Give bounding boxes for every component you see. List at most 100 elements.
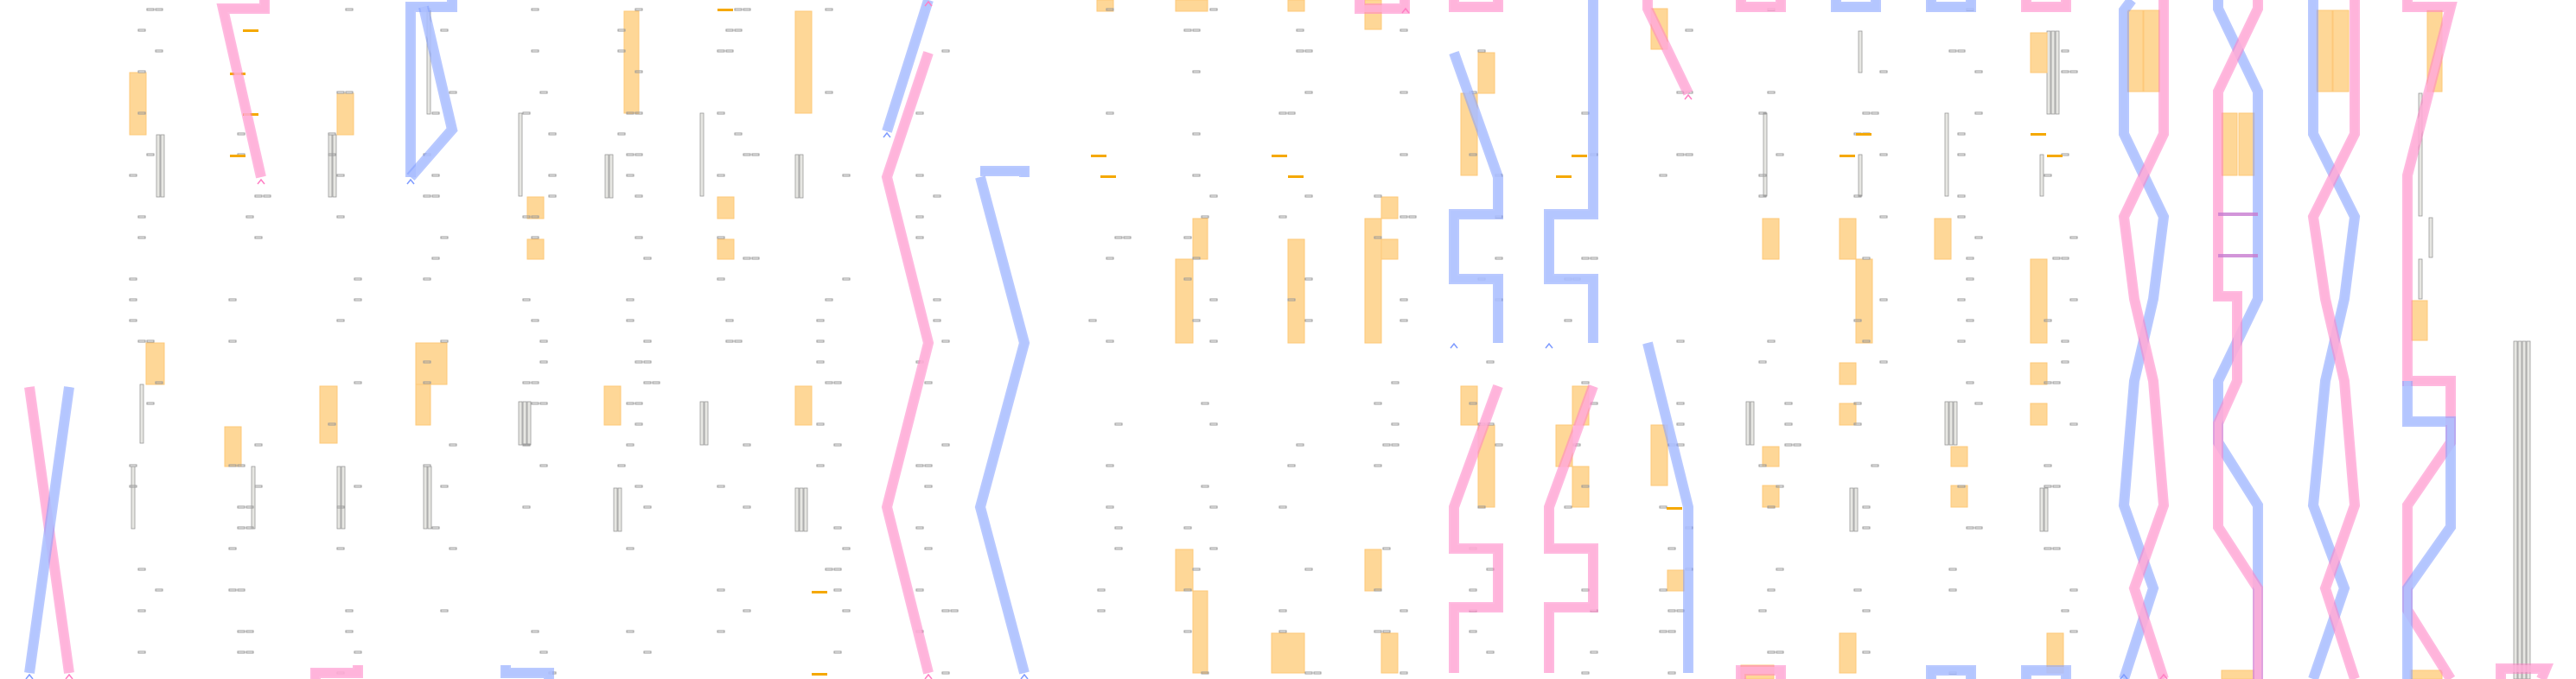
gray-dash-marker: [423, 381, 431, 384]
gray-dash-marker: [915, 111, 924, 115]
orange-dash-marker: [243, 29, 258, 32]
gray-dash-marker: [440, 485, 449, 488]
orange-block: [526, 196, 545, 219]
orange-block: [2030, 403, 2048, 426]
gray-dash-marker: [1581, 588, 1590, 592]
blue-route: [1644, 342, 1692, 673]
gray-dash-marker: [924, 464, 933, 467]
gray-dash-marker: [626, 319, 634, 322]
gray-dash-marker: [2052, 257, 2061, 260]
gray-dash-marker: [915, 526, 924, 530]
gray-dash-marker: [2044, 547, 2052, 550]
gray-dash-marker: [237, 526, 245, 530]
orange-dash-marker: [1840, 155, 1855, 157]
gray-stripe: [604, 154, 609, 199]
orange-block: [145, 342, 165, 385]
gray-dash-marker: [254, 485, 263, 488]
end-marker-layer: [25, 0, 2168, 679]
gray-dash-marker: [2069, 70, 2078, 73]
gray-dash-marker: [1879, 70, 1888, 73]
orange-dash-marker: [1856, 133, 1871, 136]
pink-route: [1644, 0, 1692, 95]
pink-route: [2023, 0, 2069, 10]
gray-dash-marker: [129, 485, 137, 488]
gray-dash-marker: [825, 91, 833, 94]
gray-dash-marker: [1667, 630, 1676, 633]
gray-dash-marker: [1685, 29, 1693, 32]
gray-dash-marker: [2052, 381, 2061, 384]
gray-dash-marker: [1114, 547, 1123, 550]
gray-dash-marker: [2061, 360, 2069, 364]
blue-route: [2023, 667, 2069, 679]
gray-stripe: [1944, 401, 1949, 446]
gray-dash-marker: [228, 298, 237, 301]
gray-stripe: [1858, 30, 1863, 73]
pink-route: [1738, 0, 1784, 10]
gray-dash-marker: [354, 298, 362, 301]
gray-dash-marker: [924, 547, 933, 550]
gray-dash-marker: [1767, 340, 1776, 343]
orange-block: [2143, 10, 2160, 92]
dash-marker-layer: [129, 8, 2078, 676]
gray-dash-marker: [816, 319, 825, 322]
orange-block: [2411, 300, 2428, 341]
gray-dash-marker: [643, 340, 652, 343]
gray-dash-marker: [915, 464, 924, 467]
orange-block: [1839, 218, 1857, 260]
chevron-up-icon: [1401, 7, 1410, 14]
gray-dash-marker: [634, 70, 643, 73]
blue-route: [1451, 51, 1502, 343]
gray-dash-marker: [539, 91, 548, 94]
gray-dash-marker: [1469, 402, 1477, 405]
gray-dash-marker: [1123, 236, 1132, 239]
gray-dash-marker: [643, 650, 652, 654]
gray-dash-marker: [1469, 630, 1477, 633]
gray-dash-marker: [717, 485, 725, 488]
gray-stripe: [1853, 487, 1859, 532]
orange-block: [1192, 218, 1208, 260]
gray-dash-marker: [1974, 236, 1983, 239]
orange-dash-marker: [1667, 507, 1682, 510]
orange-block: [1380, 238, 1399, 260]
gray-dash-marker: [1948, 568, 1957, 571]
gray-dash-marker: [626, 443, 634, 447]
gray-dash-marker: [440, 29, 449, 32]
gray-dash-marker: [626, 630, 634, 633]
gray-dash-marker: [1966, 526, 1974, 530]
orange-block: [1839, 632, 1857, 674]
gray-dash-marker: [1667, 671, 1676, 675]
gray-dash-marker: [1564, 319, 1572, 322]
orange-block: [1460, 385, 1478, 426]
gray-dash-marker: [743, 505, 751, 509]
gray-dash-marker: [531, 319, 539, 322]
gray-dash-marker: [1862, 650, 1871, 654]
orange-dash-marker: [1288, 175, 1304, 178]
gray-dash-marker: [431, 257, 440, 260]
gray-dash-marker: [1209, 340, 1218, 343]
gray-dash-marker: [1192, 257, 1201, 260]
gray-dash-marker: [924, 381, 933, 384]
gray-dash-marker: [137, 236, 146, 239]
orange-block: [2221, 112, 2238, 176]
gray-dash-marker: [245, 215, 254, 219]
gray-stripe: [2046, 30, 2051, 115]
gray-dash-marker: [1581, 671, 1590, 675]
gray-dash-marker: [717, 630, 725, 633]
gray-dash-marker: [1590, 257, 1598, 260]
orange-dash-marker: [2031, 133, 2046, 136]
pink-route: [1451, 0, 1502, 10]
gray-dash-marker: [915, 215, 924, 219]
gray-stripe: [799, 487, 804, 532]
orange-block: [2238, 112, 2255, 176]
gray-dash-marker: [933, 319, 941, 322]
gray-dash-marker: [734, 340, 743, 343]
gray-dash-marker: [2052, 547, 2061, 550]
gray-dash-marker: [1966, 319, 1974, 322]
orange-block: [415, 384, 431, 426]
orange-block: [2409, 669, 2443, 679]
gray-stripe: [139, 384, 144, 444]
gray-dash-marker: [354, 650, 362, 654]
gray-stripe: [332, 134, 337, 198]
gray-dash-marker: [825, 298, 833, 301]
orange-block: [1364, 549, 1382, 592]
